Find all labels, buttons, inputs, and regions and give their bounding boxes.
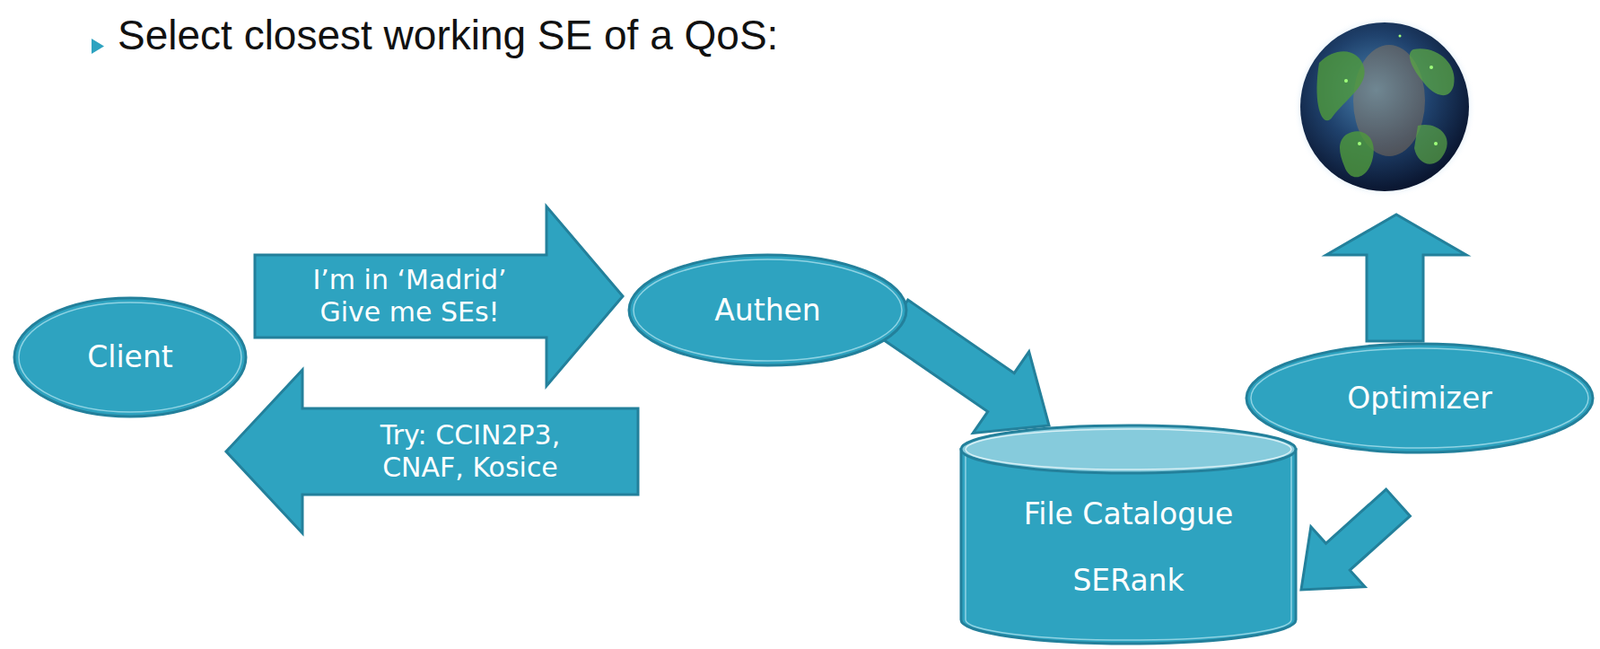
cylinder-top-inner [965, 428, 1292, 470]
block-arrow-up [1326, 214, 1467, 341]
block-arrow [1301, 489, 1410, 590]
globe-light [1433, 141, 1438, 146]
arrow-label: Try: CCIN2P3, CNAF, Kosice [358, 419, 583, 484]
globe-light [1398, 34, 1402, 38]
arrow-label: I’m in ‘Madrid’ Give me SEs! [293, 263, 527, 329]
globe-continent [1339, 131, 1374, 177]
node-outline [12, 296, 248, 419]
ellipse-inner-line [1250, 348, 1589, 448]
database-cylinder: File CatalogueSERank [959, 423, 1298, 646]
globe-continent [1414, 124, 1448, 165]
ellipse-inner-line [18, 302, 242, 412]
globe-continent [1317, 51, 1365, 121]
node-outline [959, 423, 1298, 646]
cylinder-body [961, 449, 1296, 645]
globe [1300, 22, 1469, 192]
cylinder-top [961, 425, 1296, 473]
ellipse-shape [1246, 343, 1593, 453]
authen-ellipse: Authen [627, 253, 909, 368]
node-outline [627, 253, 909, 368]
globe-picture [1293, 15, 1477, 199]
block-arrow [881, 299, 1050, 433]
bullet-marker [91, 38, 105, 54]
node-text: Client [87, 339, 174, 376]
ellipse-shape [629, 254, 907, 366]
reply-arrow [226, 369, 639, 534]
node-text: Optimizer [1346, 380, 1493, 417]
node-text: SERank [1072, 562, 1184, 599]
globe-light [1429, 65, 1434, 70]
node-text: Authen [714, 292, 822, 329]
ellipse-shape [14, 297, 246, 417]
optimizer-ellipse: Optimizer [1244, 341, 1595, 455]
node-outline [1244, 341, 1595, 455]
slide-title: Select closest working SE of a QoS: [117, 10, 779, 61]
node-text: File Catalogue [1023, 496, 1234, 533]
globe-light [1357, 141, 1362, 146]
request-arrow [254, 206, 623, 386]
globe-glow [1293, 15, 1477, 199]
cylinder-inner-line [965, 449, 1292, 641]
ellipse-inner-line [633, 259, 902, 361]
client-ellipse: Client [12, 296, 248, 419]
globe-continent [1409, 48, 1455, 96]
globe-light [1344, 78, 1348, 83]
